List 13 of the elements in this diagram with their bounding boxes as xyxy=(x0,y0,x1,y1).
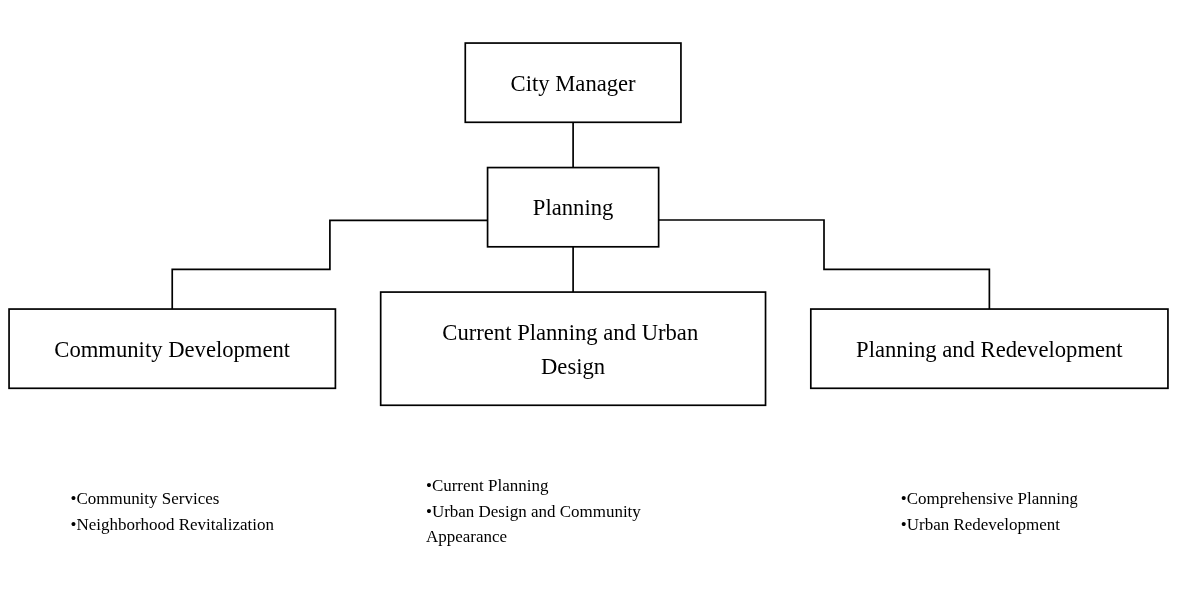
node-label: •Comprehensive Planning xyxy=(900,489,1078,508)
node-label: •Neighborhood Revitalization xyxy=(70,515,274,534)
node-box: Community Development xyxy=(8,308,337,390)
node-box: Planning xyxy=(486,167,660,248)
node-box: Current Planning and Urban Design xyxy=(379,291,767,407)
connector xyxy=(572,121,574,169)
connector xyxy=(572,246,574,294)
node-box: Planning and Redevelopment xyxy=(809,308,1169,390)
node-label: •Community Services xyxy=(70,489,220,508)
node-label: •Urban Redevelopment xyxy=(900,515,1060,534)
node-label: •Current Planning xyxy=(425,476,549,496)
node-box: City Manager xyxy=(464,42,682,124)
node-label: •Urban Design and Community Appearance xyxy=(425,502,641,546)
